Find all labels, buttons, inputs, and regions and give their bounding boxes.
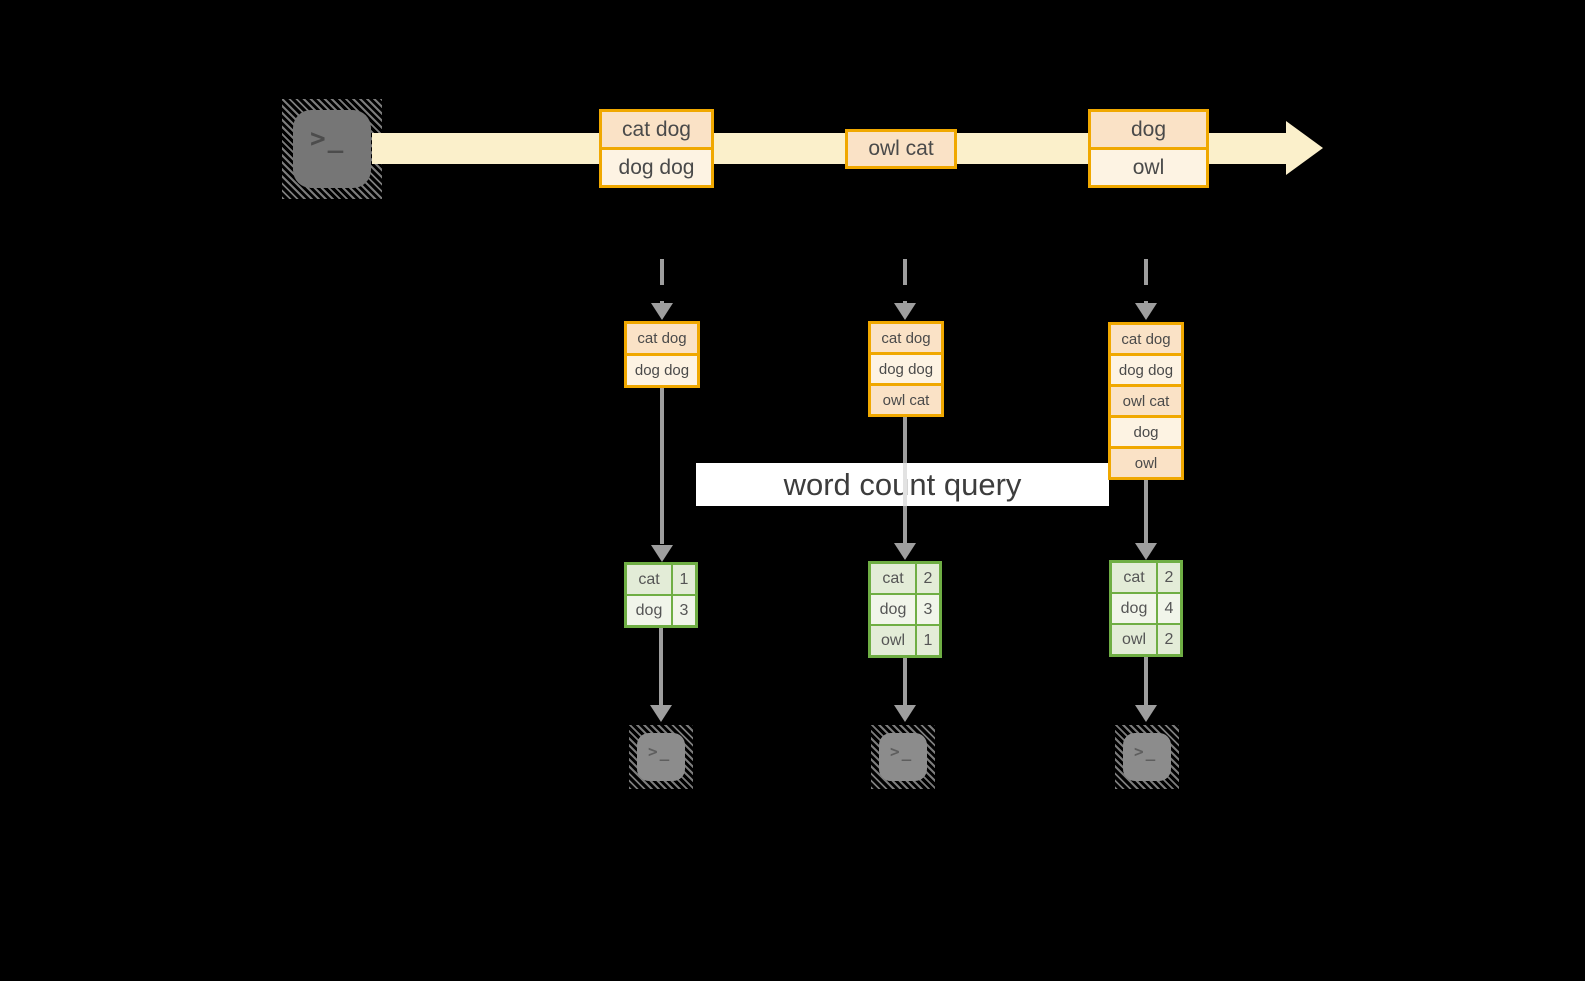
flow-arrow <box>1144 657 1148 705</box>
count-row: cat 2 <box>871 564 939 593</box>
count-row: owl 1 <box>871 626 939 655</box>
dashed-arrow <box>660 259 664 305</box>
count-row: dog 3 <box>871 595 939 624</box>
buffer-line: cat dog <box>871 324 941 352</box>
count-row: dog 3 <box>627 596 695 625</box>
terminal-body: >_ <box>293 110 371 188</box>
stream-event-box: owl cat <box>845 129 957 169</box>
event-line: cat dog <box>602 112 711 147</box>
dashed-arrow <box>1144 259 1148 305</box>
flow-arrow-head-icon <box>1135 705 1157 722</box>
buffer-box: cat dog dog dog owl cat <box>868 321 944 417</box>
count-cell: 1 <box>673 565 695 594</box>
buffer-line: cat dog <box>1111 325 1181 353</box>
count-cell: 4 <box>1158 594 1180 623</box>
word-count-table: cat 2 dog 3 owl 1 <box>868 561 942 658</box>
flow-arrow <box>903 658 907 705</box>
buffer-line: dog dog <box>1111 353 1181 384</box>
buffer-line: owl <box>1111 446 1181 477</box>
count-row: cat 1 <box>627 565 695 594</box>
count-row: dog 4 <box>1112 594 1180 623</box>
flow-arrow-head-icon <box>894 543 916 560</box>
terminal-prompt-icon: >_ <box>890 742 914 761</box>
terminal-body: >_ <box>637 733 685 781</box>
event-line: dog <box>1091 112 1206 147</box>
flow-arrow <box>659 628 663 705</box>
buffer-box: cat dog dog dog <box>624 321 700 388</box>
word-cell: cat <box>1112 563 1156 592</box>
count-cell: 1 <box>917 626 939 655</box>
count-cell: 2 <box>1158 625 1180 654</box>
query-label: word count query <box>696 463 1109 506</box>
count-row: owl 2 <box>1112 625 1180 654</box>
flow-arrow <box>660 388 664 544</box>
stream-event-box: dog owl <box>1088 109 1209 188</box>
dashed-arrow-head-icon <box>1135 303 1157 320</box>
terminal-body: >_ <box>879 733 927 781</box>
word-cell: dog <box>871 595 915 624</box>
word-cell: dog <box>1112 594 1156 623</box>
word-cell: cat <box>627 565 671 594</box>
terminal-prompt-icon: >_ <box>310 124 346 154</box>
word-cell: owl <box>1112 625 1156 654</box>
buffer-line: cat dog <box>627 324 697 353</box>
word-count-table: cat 2 dog 4 owl 2 <box>1109 560 1183 657</box>
dashed-arrow-head-icon <box>894 303 916 320</box>
dashed-arrow <box>903 259 907 305</box>
buffer-line: dog <box>1111 415 1181 446</box>
count-row: cat 2 <box>1112 563 1180 592</box>
flow-arrow-head-icon <box>894 705 916 722</box>
stream-event-box: cat dog dog dog <box>599 109 714 188</box>
buffer-line: dog dog <box>627 353 697 385</box>
output-terminal-icon: >_ <box>871 725 935 789</box>
event-line: owl <box>1091 147 1206 185</box>
word-cell: dog <box>627 596 671 625</box>
count-cell: 3 <box>673 596 695 625</box>
buffer-box: cat dog dog dog owl cat dog owl <box>1108 322 1184 480</box>
terminal-body: >_ <box>1123 733 1171 781</box>
query-label-text: word count query <box>783 466 1022 502</box>
output-terminal-icon: >_ <box>629 725 693 789</box>
event-line: owl cat <box>848 132 954 166</box>
arrow-ghost <box>903 463 907 506</box>
word-count-table: cat 1 dog 3 <box>624 562 698 628</box>
stream-arrow-head-icon <box>1286 121 1323 175</box>
word-cell: owl <box>871 626 915 655</box>
flow-arrow-head-icon <box>650 705 672 722</box>
count-cell: 3 <box>917 595 939 624</box>
flow-arrow-head-icon <box>1135 543 1157 560</box>
buffer-line: owl cat <box>1111 384 1181 415</box>
buffer-line: owl cat <box>871 383 941 414</box>
output-terminal-icon: >_ <box>1115 725 1179 789</box>
terminal-prompt-icon: >_ <box>1134 742 1158 761</box>
word-cell: cat <box>871 564 915 593</box>
flow-arrow-head-icon <box>651 545 673 562</box>
buffer-line: dog dog <box>871 352 941 383</box>
source-terminal-icon: >_ <box>282 99 382 199</box>
count-cell: 2 <box>917 564 939 593</box>
event-line: dog dog <box>602 147 711 185</box>
flow-arrow <box>1144 480 1148 543</box>
dashed-arrow-head-icon <box>651 303 673 320</box>
terminal-prompt-icon: >_ <box>648 742 672 761</box>
count-cell: 2 <box>1158 563 1180 592</box>
